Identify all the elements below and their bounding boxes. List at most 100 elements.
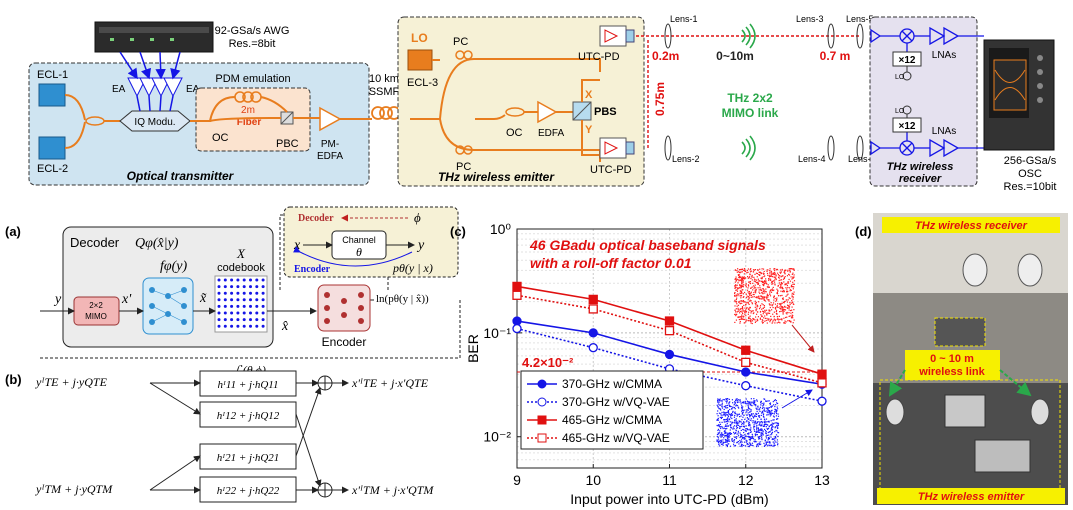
constellation-point — [739, 436, 741, 439]
constellation-point — [757, 281, 759, 283]
constellation-point — [746, 440, 748, 442]
data-point — [741, 367, 751, 377]
constellation-point — [745, 309, 747, 311]
constellation-point — [765, 282, 767, 284]
constellation-point — [775, 308, 777, 310]
constellation-point — [749, 411, 751, 413]
constellation-point — [782, 297, 784, 299]
pc-top-label: PC — [453, 36, 468, 48]
constellation-point — [737, 424, 740, 426]
constellation-point — [726, 440, 728, 442]
constellation-point — [726, 423, 728, 425]
constellation-point — [717, 441, 720, 444]
constellation-point — [753, 287, 755, 289]
constellation-point — [755, 316, 757, 318]
constellation-point — [756, 297, 758, 299]
constellation-point — [741, 408, 743, 410]
constellation-point — [721, 443, 723, 445]
constellation-point — [777, 289, 779, 291]
constellation-point — [791, 295, 793, 298]
constellation-point — [747, 276, 749, 278]
constellation-point — [743, 438, 745, 440]
ecl1-laser-icon — [38, 83, 66, 107]
constellation-point — [745, 411, 747, 413]
constellation-point — [750, 398, 752, 400]
constellation-point — [725, 405, 727, 407]
constellation-point — [748, 433, 750, 435]
constellation-point — [773, 299, 775, 301]
constellation-point — [740, 280, 743, 282]
constellation-point — [725, 398, 727, 400]
constellation-point — [759, 271, 761, 273]
constellation-point — [747, 302, 749, 304]
constellation-point — [757, 269, 759, 271]
constellation-point — [720, 442, 722, 444]
constellation-point — [741, 306, 744, 308]
constellation-point — [728, 439, 730, 441]
constellation-point — [769, 268, 771, 270]
constellation-point — [734, 281, 737, 283]
constellation-point — [728, 403, 730, 405]
constellation-point — [778, 277, 780, 279]
constellation-point — [790, 317, 793, 319]
constellation-point — [750, 404, 752, 406]
constellation-point — [725, 424, 727, 426]
constellation-point — [780, 284, 782, 286]
constellation-point — [732, 410, 734, 413]
constellation-point — [734, 313, 736, 316]
constellation-point — [716, 424, 718, 427]
constellation-point — [761, 298, 763, 300]
constellation-point — [756, 399, 758, 401]
constellation-point — [728, 401, 730, 404]
constellation-point — [734, 299, 736, 301]
constellation-point — [765, 431, 767, 433]
constellation-point — [768, 400, 770, 402]
constellation-point — [792, 322, 794, 324]
codebook-point — [230, 324, 234, 328]
constellation-point — [768, 441, 770, 443]
constellation-point — [767, 444, 769, 446]
constellation-point — [789, 302, 791, 304]
constellation-point — [756, 434, 758, 436]
codebook-point — [217, 278, 221, 282]
x-axis-label: Input power into UTC-PD (dBm) — [570, 491, 768, 507]
constellation-point — [751, 320, 754, 322]
constellation-point — [791, 309, 793, 311]
constellation-point — [755, 431, 757, 434]
constellation-point — [723, 441, 725, 444]
codebook-point — [230, 304, 234, 308]
constellation-point — [760, 432, 762, 434]
constellation-point — [734, 422, 736, 424]
constellation-point — [732, 406, 734, 408]
constellation-point — [729, 421, 731, 423]
constellation-point — [787, 282, 789, 284]
constellation-point — [777, 424, 779, 427]
constellation-point — [772, 438, 774, 440]
constellation-point — [765, 296, 767, 298]
constellation-point — [719, 439, 721, 442]
constellation-point — [720, 439, 723, 441]
pbs-y-label: Y — [585, 124, 593, 136]
constellation-point — [750, 277, 752, 280]
constellation-point — [758, 301, 760, 303]
constellation-point — [754, 435, 757, 437]
constellation-point — [739, 427, 741, 429]
codebook-point — [261, 278, 265, 282]
constellation-point — [774, 303, 777, 305]
constellation-point — [760, 295, 763, 297]
constellation-point — [756, 428, 758, 430]
constellation-point — [763, 297, 765, 299]
constellation-point — [755, 290, 757, 292]
constellation-point — [757, 408, 759, 410]
constellation-point — [769, 290, 771, 292]
distance-0-75m: 0.75m — [653, 82, 667, 116]
ea-left-label: EA — [112, 84, 126, 95]
constellation-point — [755, 308, 757, 310]
constellation-point — [723, 427, 725, 429]
constellation-point — [743, 421, 745, 423]
constellation-point — [777, 290, 779, 292]
constellation-point — [764, 290, 766, 292]
constellation-point — [768, 312, 771, 314]
constellation-point — [739, 279, 741, 281]
constellation-point — [768, 407, 770, 409]
